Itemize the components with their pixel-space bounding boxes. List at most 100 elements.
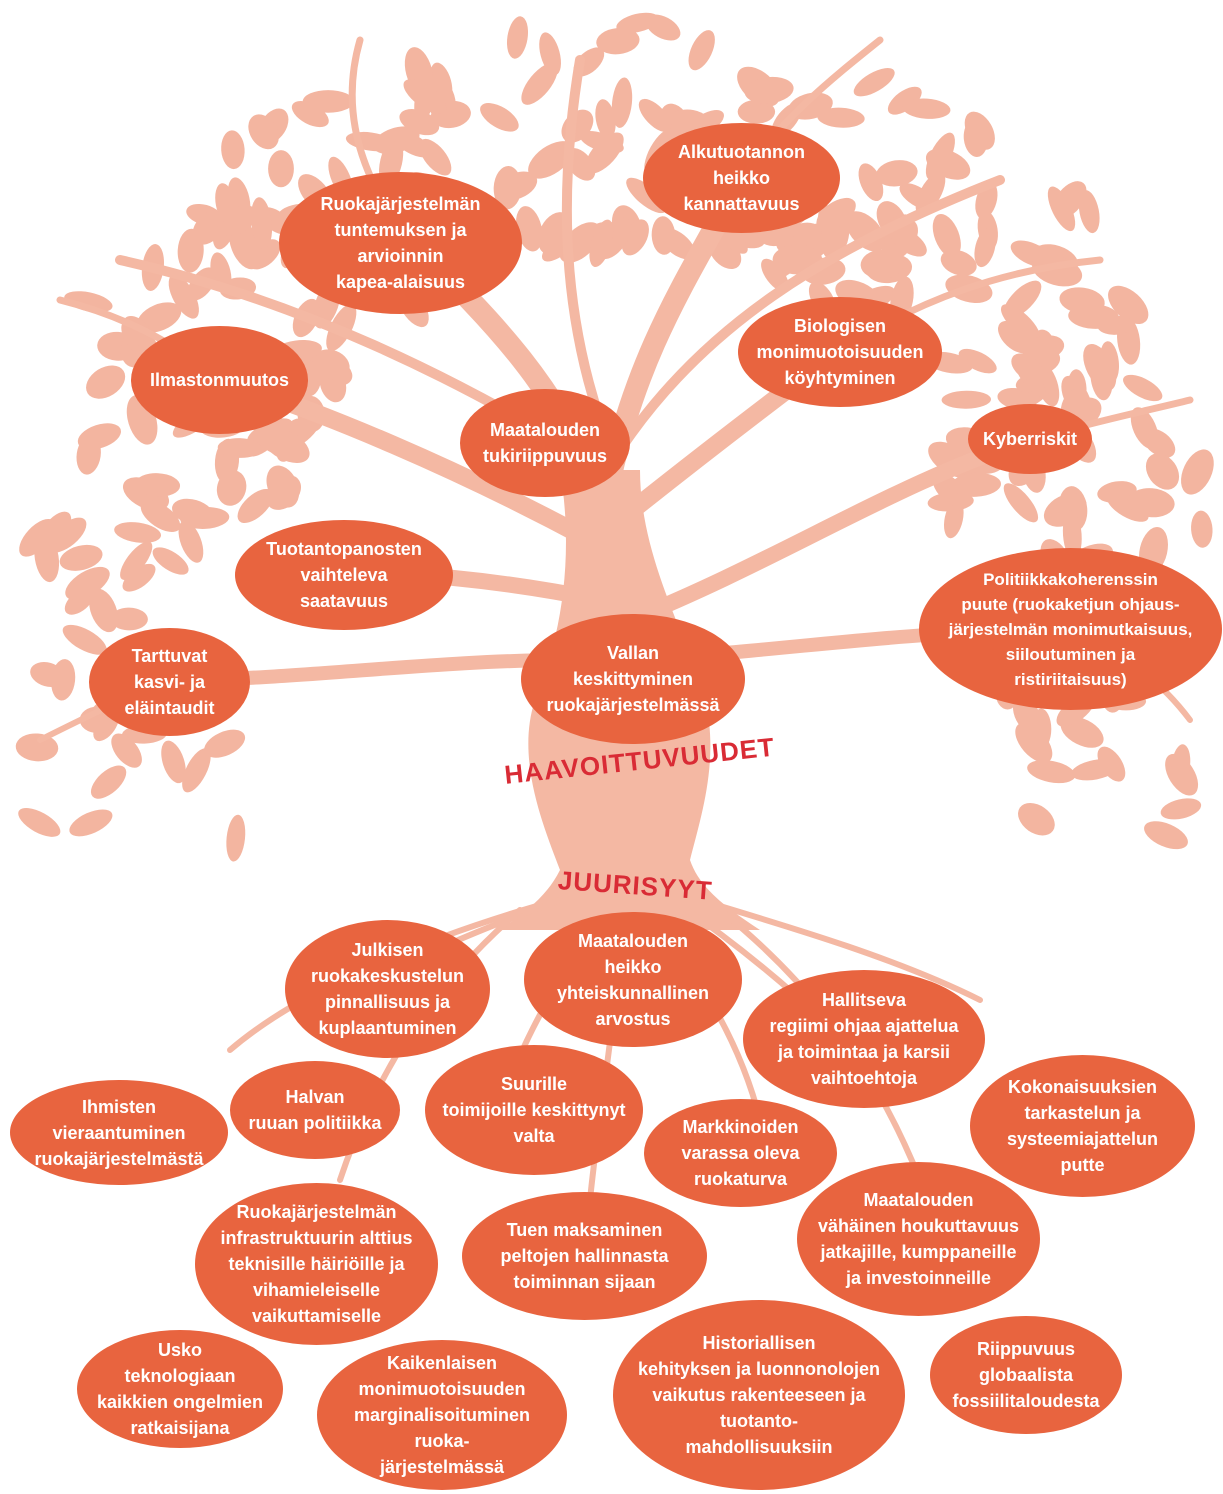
leaf bbox=[19, 518, 56, 557]
leaf bbox=[140, 500, 181, 532]
leaf bbox=[974, 227, 996, 268]
leaf bbox=[958, 348, 997, 374]
leaf bbox=[47, 517, 87, 553]
leaf bbox=[744, 76, 794, 104]
leaf bbox=[589, 219, 614, 268]
leaf bbox=[69, 809, 113, 837]
root-cause-halpa: Halvan ruuan politiikka bbox=[230, 1061, 400, 1159]
root-cause-text: Kokonaisuuksien tarkastelun ja systeemia… bbox=[1006, 1077, 1159, 1175]
root-cause-kokonaisuus: Kokonaisuuksien tarkastelun ja systeemia… bbox=[970, 1055, 1195, 1197]
leaf bbox=[1025, 335, 1065, 361]
leaf bbox=[161, 740, 186, 784]
leaf bbox=[168, 274, 199, 319]
leaf bbox=[887, 86, 922, 115]
root-cause-regiimi: Hallitseva regiimi ohjaa ajattelua ja to… bbox=[743, 970, 985, 1108]
root-cause-text: Maatalouden vähäinen houkuttavuus jatkaj… bbox=[817, 1190, 1020, 1288]
leaf bbox=[1011, 353, 1044, 382]
leaf bbox=[1145, 453, 1180, 490]
root bbox=[697, 897, 983, 1003]
leaf bbox=[89, 588, 119, 633]
leaf bbox=[1003, 483, 1039, 523]
leaf bbox=[890, 227, 927, 257]
leaf bbox=[1181, 449, 1214, 495]
branch bbox=[561, 55, 605, 425]
leaf bbox=[62, 624, 107, 655]
leaf bbox=[1130, 407, 1159, 449]
vulnerability-text: Ruokajärjestelmän tuntemuksen ja arvioin… bbox=[320, 194, 481, 292]
leaf bbox=[595, 99, 616, 139]
root-cause-fossiili: Riippuvuus globaalista fossiilitaloudest… bbox=[930, 1316, 1122, 1434]
leaf bbox=[1097, 481, 1137, 503]
leaf bbox=[262, 428, 310, 463]
leaf bbox=[963, 119, 988, 157]
leaf bbox=[853, 68, 895, 97]
root-cause-text: Ruokajärjestelmän infrastruktuurin altti… bbox=[220, 1202, 413, 1326]
leaf bbox=[611, 77, 633, 128]
leaf bbox=[940, 249, 977, 276]
leaf bbox=[860, 249, 905, 280]
leaf bbox=[76, 435, 101, 475]
leaf bbox=[312, 349, 350, 380]
root-cause-text: Ihmisten vieraantuminen ruokajärjestelmä… bbox=[34, 1096, 204, 1169]
vulnerability-biologinen: Biologisen monimuotoisuuden köyhtyminen bbox=[738, 297, 942, 407]
leaf bbox=[248, 114, 279, 150]
root-cause-text: Hallitseva regiimi ohjaa ajattelua ja to… bbox=[769, 990, 959, 1088]
vulnerability-kyber: Kyberriskit bbox=[968, 404, 1092, 474]
leaf bbox=[1108, 285, 1149, 325]
leaf bbox=[215, 183, 237, 225]
leaf bbox=[495, 171, 538, 201]
leaf bbox=[137, 302, 182, 333]
leaf bbox=[86, 365, 126, 399]
vulnerability-alkutuotanto: Alkutuotannon heikko kannattavuus bbox=[643, 123, 840, 233]
leaf bbox=[932, 213, 961, 258]
vulnerability-ilmasto: Ilmastonmuutos bbox=[131, 326, 308, 434]
root-cause-text: Usko teknologiaan kaikkien ongelmien rat… bbox=[96, 1340, 264, 1438]
root-cause-teknologia: Usko teknologiaan kaikkien ongelmien rat… bbox=[77, 1330, 283, 1448]
leaf bbox=[1123, 374, 1163, 402]
root-cause-text: Julkisen ruokakeskustelun pinnallisuus j… bbox=[310, 940, 465, 1038]
leaf bbox=[178, 520, 204, 563]
leaf bbox=[1083, 343, 1117, 391]
leaf bbox=[521, 62, 558, 105]
leaf bbox=[902, 98, 951, 119]
leaf bbox=[403, 79, 447, 114]
leaf bbox=[110, 607, 148, 631]
root-cause-text: Markkinoiden varassa oleva ruokaturva bbox=[681, 1117, 800, 1189]
root-cause-suuret: Suurille toimijoille keskittynyt valta bbox=[425, 1045, 643, 1175]
leaf bbox=[539, 32, 561, 76]
vulnerability-text: Biologisen monimuotoisuuden köyhtyminen bbox=[756, 316, 924, 388]
leaf bbox=[152, 547, 189, 575]
root-cause-vieraantuminen: Ihmisten vieraantuminen ruokajärjestelmä… bbox=[10, 1080, 228, 1185]
leaf bbox=[1171, 744, 1191, 785]
root-cause-text: Kaikenlaisen monimuotoisuuden marginalis… bbox=[353, 1353, 531, 1477]
leaf bbox=[221, 130, 245, 170]
leaf bbox=[1018, 802, 1055, 836]
leaf bbox=[268, 150, 294, 188]
vulnerability-text: Tuotantopanosten vaihteleva saatavuus bbox=[266, 539, 422, 611]
leaf bbox=[291, 101, 329, 128]
vulnerability-tautit: Tarttuvat kasvi- ja eläintaudit bbox=[89, 628, 250, 736]
leaf bbox=[302, 90, 354, 113]
leaf bbox=[1047, 186, 1076, 232]
leaf bbox=[114, 522, 162, 543]
leaf bbox=[950, 472, 1001, 497]
root-cause-marginalisointi: Kaikenlaisen monimuotoisuuden marginalis… bbox=[317, 1340, 567, 1490]
vulnerability-tuntemus: Ruokajärjestelmän tuntemuksen ja arvioin… bbox=[279, 172, 522, 314]
leaf bbox=[237, 488, 274, 524]
leaf bbox=[18, 807, 61, 837]
leaf bbox=[217, 438, 262, 458]
leaf bbox=[1021, 244, 1066, 269]
root-cause-text: Riippuvuus globaalista fossiilitaloudest… bbox=[952, 1339, 1100, 1411]
vulnerability-tukiriippuvuus: Maatalouden tukiriippuvuus bbox=[460, 389, 630, 497]
leaf bbox=[941, 390, 991, 409]
leaf bbox=[1144, 821, 1188, 850]
leaf bbox=[899, 183, 936, 210]
root-cause-text: Halvan ruuan politiikka bbox=[248, 1087, 382, 1133]
leaf bbox=[122, 563, 156, 592]
vulnerability-text: Tarttuvat kasvi- ja eläintaudit bbox=[124, 646, 215, 718]
leaf bbox=[688, 30, 715, 71]
vulnerability-text: Ilmastonmuutos bbox=[149, 370, 289, 390]
vulnerability-text: Vallan keskittyminen ruokajärjestelmässä bbox=[546, 643, 720, 715]
leaf bbox=[1097, 746, 1126, 782]
